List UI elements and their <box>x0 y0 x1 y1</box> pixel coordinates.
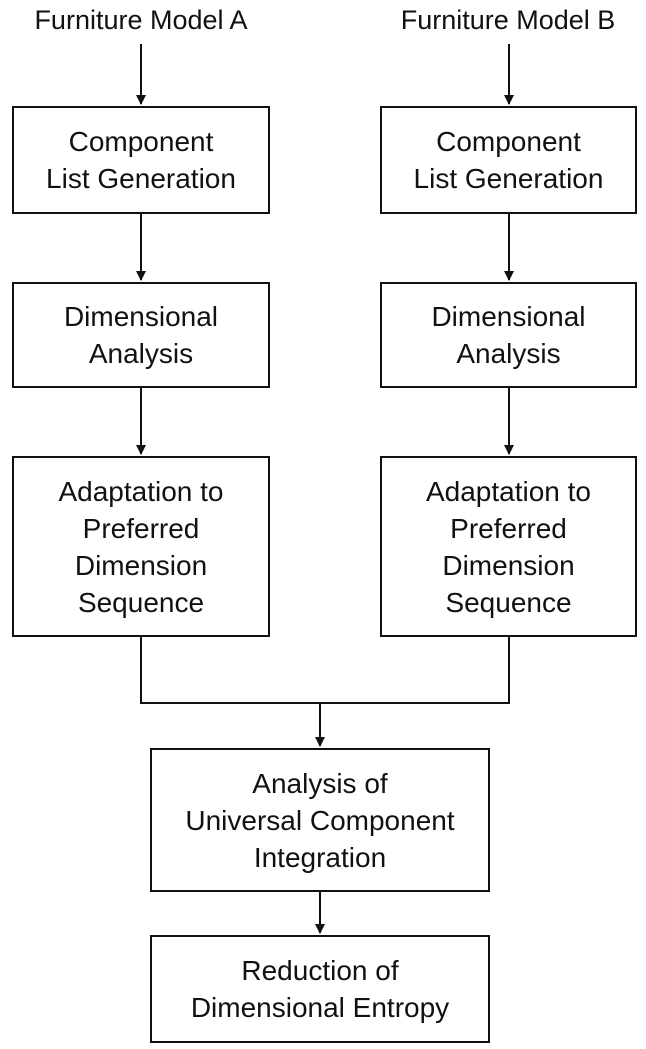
column-a-dimensional-analysis-label: Dimensional Analysis <box>63 301 219 369</box>
column-b-component-list-box: Component List Generation <box>380 106 637 214</box>
dimensional-entropy-reduction-box: Reduction of Dimensional Entropy <box>150 935 490 1043</box>
column-b-component-list-label: Component List Generation <box>413 126 604 194</box>
column-a-component-list-box: Component List Generation <box>12 106 270 214</box>
column-b-adaptation-box: Adaptation to Preferred Dimension Sequen… <box>380 456 637 637</box>
column-b-title: Furniture Model B <box>400 5 616 35</box>
column-a-adaptation-box: Adaptation to Preferred Dimension Sequen… <box>12 456 270 637</box>
universal-component-analysis-label: Analysis of Universal Component Integrat… <box>185 767 455 873</box>
column-b-adaptation-label: Adaptation to Preferred Dimension Sequen… <box>425 475 592 618</box>
column-a-component-list-label: Component List Generation <box>46 126 236 194</box>
column-b-dimensional-analysis-label: Dimensional Analysis <box>431 301 586 369</box>
universal-component-analysis-box: Analysis of Universal Component Integrat… <box>150 748 490 892</box>
dimensional-entropy-reduction-label: Reduction of Dimensional Entropy <box>190 955 450 1023</box>
column-a-title: Furniture Model A <box>34 5 248 35</box>
column-a-dimensional-analysis-box: Dimensional Analysis <box>12 282 270 388</box>
column-a-adaptation-label: Adaptation to Preferred Dimension Sequen… <box>58 475 224 618</box>
column-b-dimensional-analysis-box: Dimensional Analysis <box>380 282 637 388</box>
merge-bracket <box>140 637 510 704</box>
